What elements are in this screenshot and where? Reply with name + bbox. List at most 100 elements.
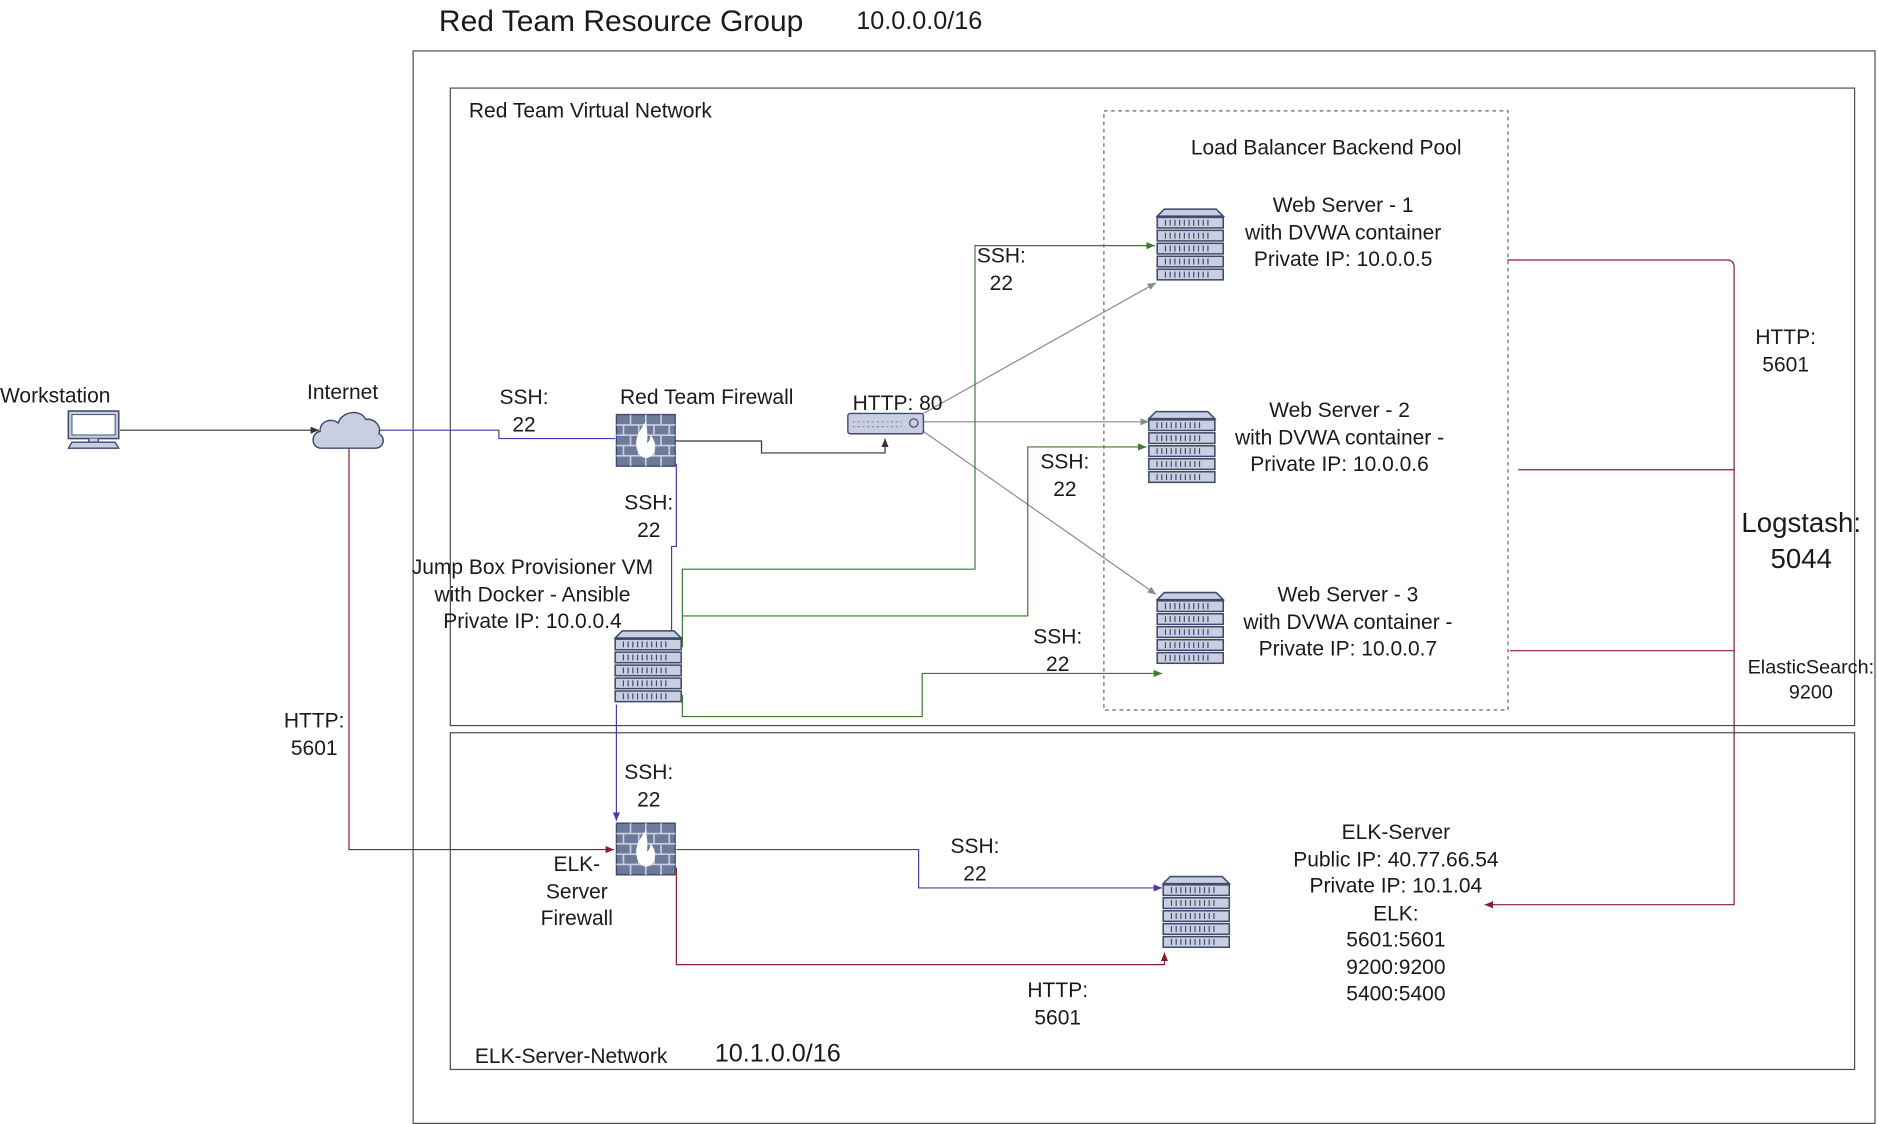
- logstash-label: Logstash: 5044: [1734, 504, 1868, 576]
- elk-firewall-label-line-3: Firewall: [540, 905, 613, 930]
- red-team-firewall-label: Red Team Firewall: [620, 384, 794, 409]
- jumpbox-label-line-1: Jump Box Provisioner VM: [411, 554, 654, 579]
- link-jumpbox-web1: [681, 242, 1155, 648]
- http-lb-label: HTTP: 80: [852, 390, 943, 415]
- lb-pool-box: [1103, 110, 1509, 711]
- http-elkfw-elk-label: HTTP: 5601: [1018, 977, 1097, 1031]
- elasticsearch-label: ElasticSearch: 9200: [1740, 655, 1878, 705]
- web-server-1-label-line-1: Web Server - 1: [1272, 192, 1414, 217]
- elk-server-icon: [1162, 875, 1231, 949]
- web-server-1-label-line-2: with DVWA container: [1244, 219, 1442, 244]
- resource-group-box: [412, 50, 1876, 1124]
- elk-firewall-label-line-1: ELK-: [553, 851, 601, 876]
- ssh-jump-elkfw-label: SSH: 22: [614, 759, 684, 813]
- elk-firewall-label: ELK- Server Firewall: [529, 851, 625, 932]
- web-server-1-label-line-3: Private IP: 10.0.0.5: [1253, 246, 1433, 271]
- web-server-3-label-line-3: Private IP: 10.0.0.7: [1258, 636, 1438, 661]
- link-jumpbox-web3: [681, 669, 1163, 718]
- link-lb-web3: [923, 430, 1157, 595]
- resource-group-title: Red Team Resource Group: [438, 4, 804, 39]
- elk-server-label-line-2: Public IP: 40.77.66.54: [1293, 846, 1499, 871]
- elk-server-label-line-6: 9200:9200: [1346, 954, 1446, 979]
- http-internet-elk-label-line-2: 5601: [290, 735, 338, 760]
- elk-server-label-line-1: ELK-Server: [1341, 819, 1451, 844]
- ssh-elkfw-elk-label-line-1: SSH:: [950, 834, 1000, 858]
- logstash-label-line-1: Logstash:: [1741, 506, 1862, 539]
- ssh-elkfw-elk-label: SSH: 22: [940, 833, 1010, 887]
- ssh-web2-label-line-2: 22: [1053, 476, 1077, 501]
- vnet-label: Red Team Virtual Network: [468, 98, 712, 123]
- elasticsearch-label-line-1: ElasticSearch:: [1747, 656, 1875, 679]
- logstash-label-line-2: 5044: [1770, 542, 1832, 574]
- link-elkfw-elk-ssh: [676, 848, 1163, 892]
- ssh-internet-fw-label-line-2: 22: [512, 411, 536, 436]
- load-balancer-icon: [847, 412, 925, 435]
- ssh-web3-label-line-2: 22: [1046, 651, 1070, 676]
- ssh-web3-label: SSH: 22: [1023, 623, 1093, 677]
- web-server-3-icon: [1156, 591, 1225, 665]
- ssh-jump-elkfw-label-line-2: 22: [637, 786, 661, 811]
- ssh-web1-label: SSH: 22: [967, 242, 1037, 296]
- workstation-label: Workstation: [0, 383, 111, 408]
- ssh-web1-label-line-1: SSH:: [976, 243, 1026, 268]
- web-server-2-label: Web Server - 2 with DVWA container - Pri…: [1222, 397, 1457, 478]
- elk-server-label: ELK-Server Public IP: 40.77.66.54 Privat…: [1277, 818, 1514, 1007]
- link-jumpbox-web2: [682, 443, 1147, 617]
- ssh-internet-fw-label: SSH: 22: [489, 383, 559, 437]
- web-server-2-label-line-1: Web Server - 2: [1269, 397, 1410, 422]
- http-kibana-label-line-2: 5601: [1762, 351, 1810, 376]
- web-server-3-label-line-2: with DVWA container -: [1243, 609, 1453, 634]
- red-team-firewall-icon: [615, 413, 676, 467]
- http-kibana-label: HTTP: 5601: [1745, 324, 1827, 378]
- red-team-vnet-box: [449, 87, 1856, 727]
- web-server-1-icon: [1156, 208, 1225, 281]
- elk-server-label-line-3: Private IP: 10.1.04: [1309, 873, 1483, 898]
- elk-server-label-line-5: 5601:5601: [1346, 927, 1446, 952]
- jumpbox-label: Jump Box Provisioner VM with Docker - An…: [402, 554, 663, 635]
- web-server-2-label-line-3: Private IP: 10.0.0.6: [1250, 451, 1429, 476]
- elk-server-label-line-7: 5400:5400: [1346, 981, 1446, 1006]
- link-internet-elkfw: [348, 444, 615, 854]
- cloud-icon: [312, 411, 384, 449]
- elk-server-label-line-4: ELK:: [1373, 900, 1419, 925]
- web-server-3-label: Web Server - 3 with DVWA container - Pri…: [1230, 581, 1465, 662]
- http-internet-elk-label: HTTP: 5601: [275, 707, 354, 761]
- elk-network-cidr: 10.1.0.0/16: [714, 1040, 841, 1068]
- web-server-2-icon: [1148, 410, 1216, 484]
- link-web1-elk: [1484, 259, 1735, 909]
- web-server-3-label-line-1: Web Server - 3: [1277, 582, 1419, 607]
- resource-group-cidr: 10.0.0.0/16: [856, 7, 983, 35]
- internet-label: Internet: [307, 379, 379, 404]
- ssh-fw-jump-label-line-1: SSH:: [624, 490, 674, 515]
- ssh-web2-label: SSH: 22: [1030, 448, 1100, 502]
- ssh-fw-jump-label-line-2: 22: [637, 517, 661, 542]
- ssh-web1-label-line-2: 22: [989, 270, 1014, 295]
- jumpbox-label-line-3: Private IP: 10.0.0.4: [443, 608, 622, 633]
- ssh-fw-jump-label: SSH: 22: [614, 489, 684, 543]
- http-kibana-label-line-1: HTTP:: [1755, 324, 1816, 349]
- http-internet-elk-label-line-1: HTTP:: [283, 708, 345, 733]
- link-internet-redfw: [378, 429, 616, 440]
- elk-firewall-icon: [615, 822, 676, 876]
- elk-network-label: ELK-Server-Network: [474, 1043, 668, 1068]
- link-redfw-lb: [675, 438, 889, 454]
- elasticsearch-label-line-2: 9200: [1788, 681, 1833, 704]
- web-server-2-label-line-2: with DVWA container -: [1234, 424, 1445, 449]
- jumpbox-label-line-2: with Docker - Ansible: [434, 581, 631, 606]
- monitor-icon: [67, 410, 120, 449]
- http-elkfw-elk-label-line-2: 5601: [1034, 1004, 1082, 1029]
- ssh-jump-elkfw-label-line-1: SSH:: [624, 759, 674, 784]
- http-elkfw-elk-label-line-1: HTTP:: [1027, 977, 1089, 1002]
- link-elkfw-elk-http: [675, 867, 1169, 966]
- jumpbox-server-icon: [614, 630, 682, 703]
- ssh-web3-label-line-1: SSH:: [1033, 624, 1083, 649]
- lb-pool-label: Load Balancer Backend Pool: [1190, 135, 1462, 160]
- ssh-elkfw-elk-label-line-2: 22: [963, 860, 987, 885]
- elk-network-box: [449, 732, 1856, 1071]
- ssh-web2-label-line-1: SSH:: [1040, 449, 1090, 474]
- elk-firewall-label-line-2: Server: [545, 878, 608, 903]
- ssh-internet-fw-label-line-1: SSH:: [499, 384, 549, 409]
- link-lb-web1: [923, 282, 1157, 414]
- web-server-1-label: Web Server - 1 with DVWA container Priva…: [1229, 192, 1457, 273]
